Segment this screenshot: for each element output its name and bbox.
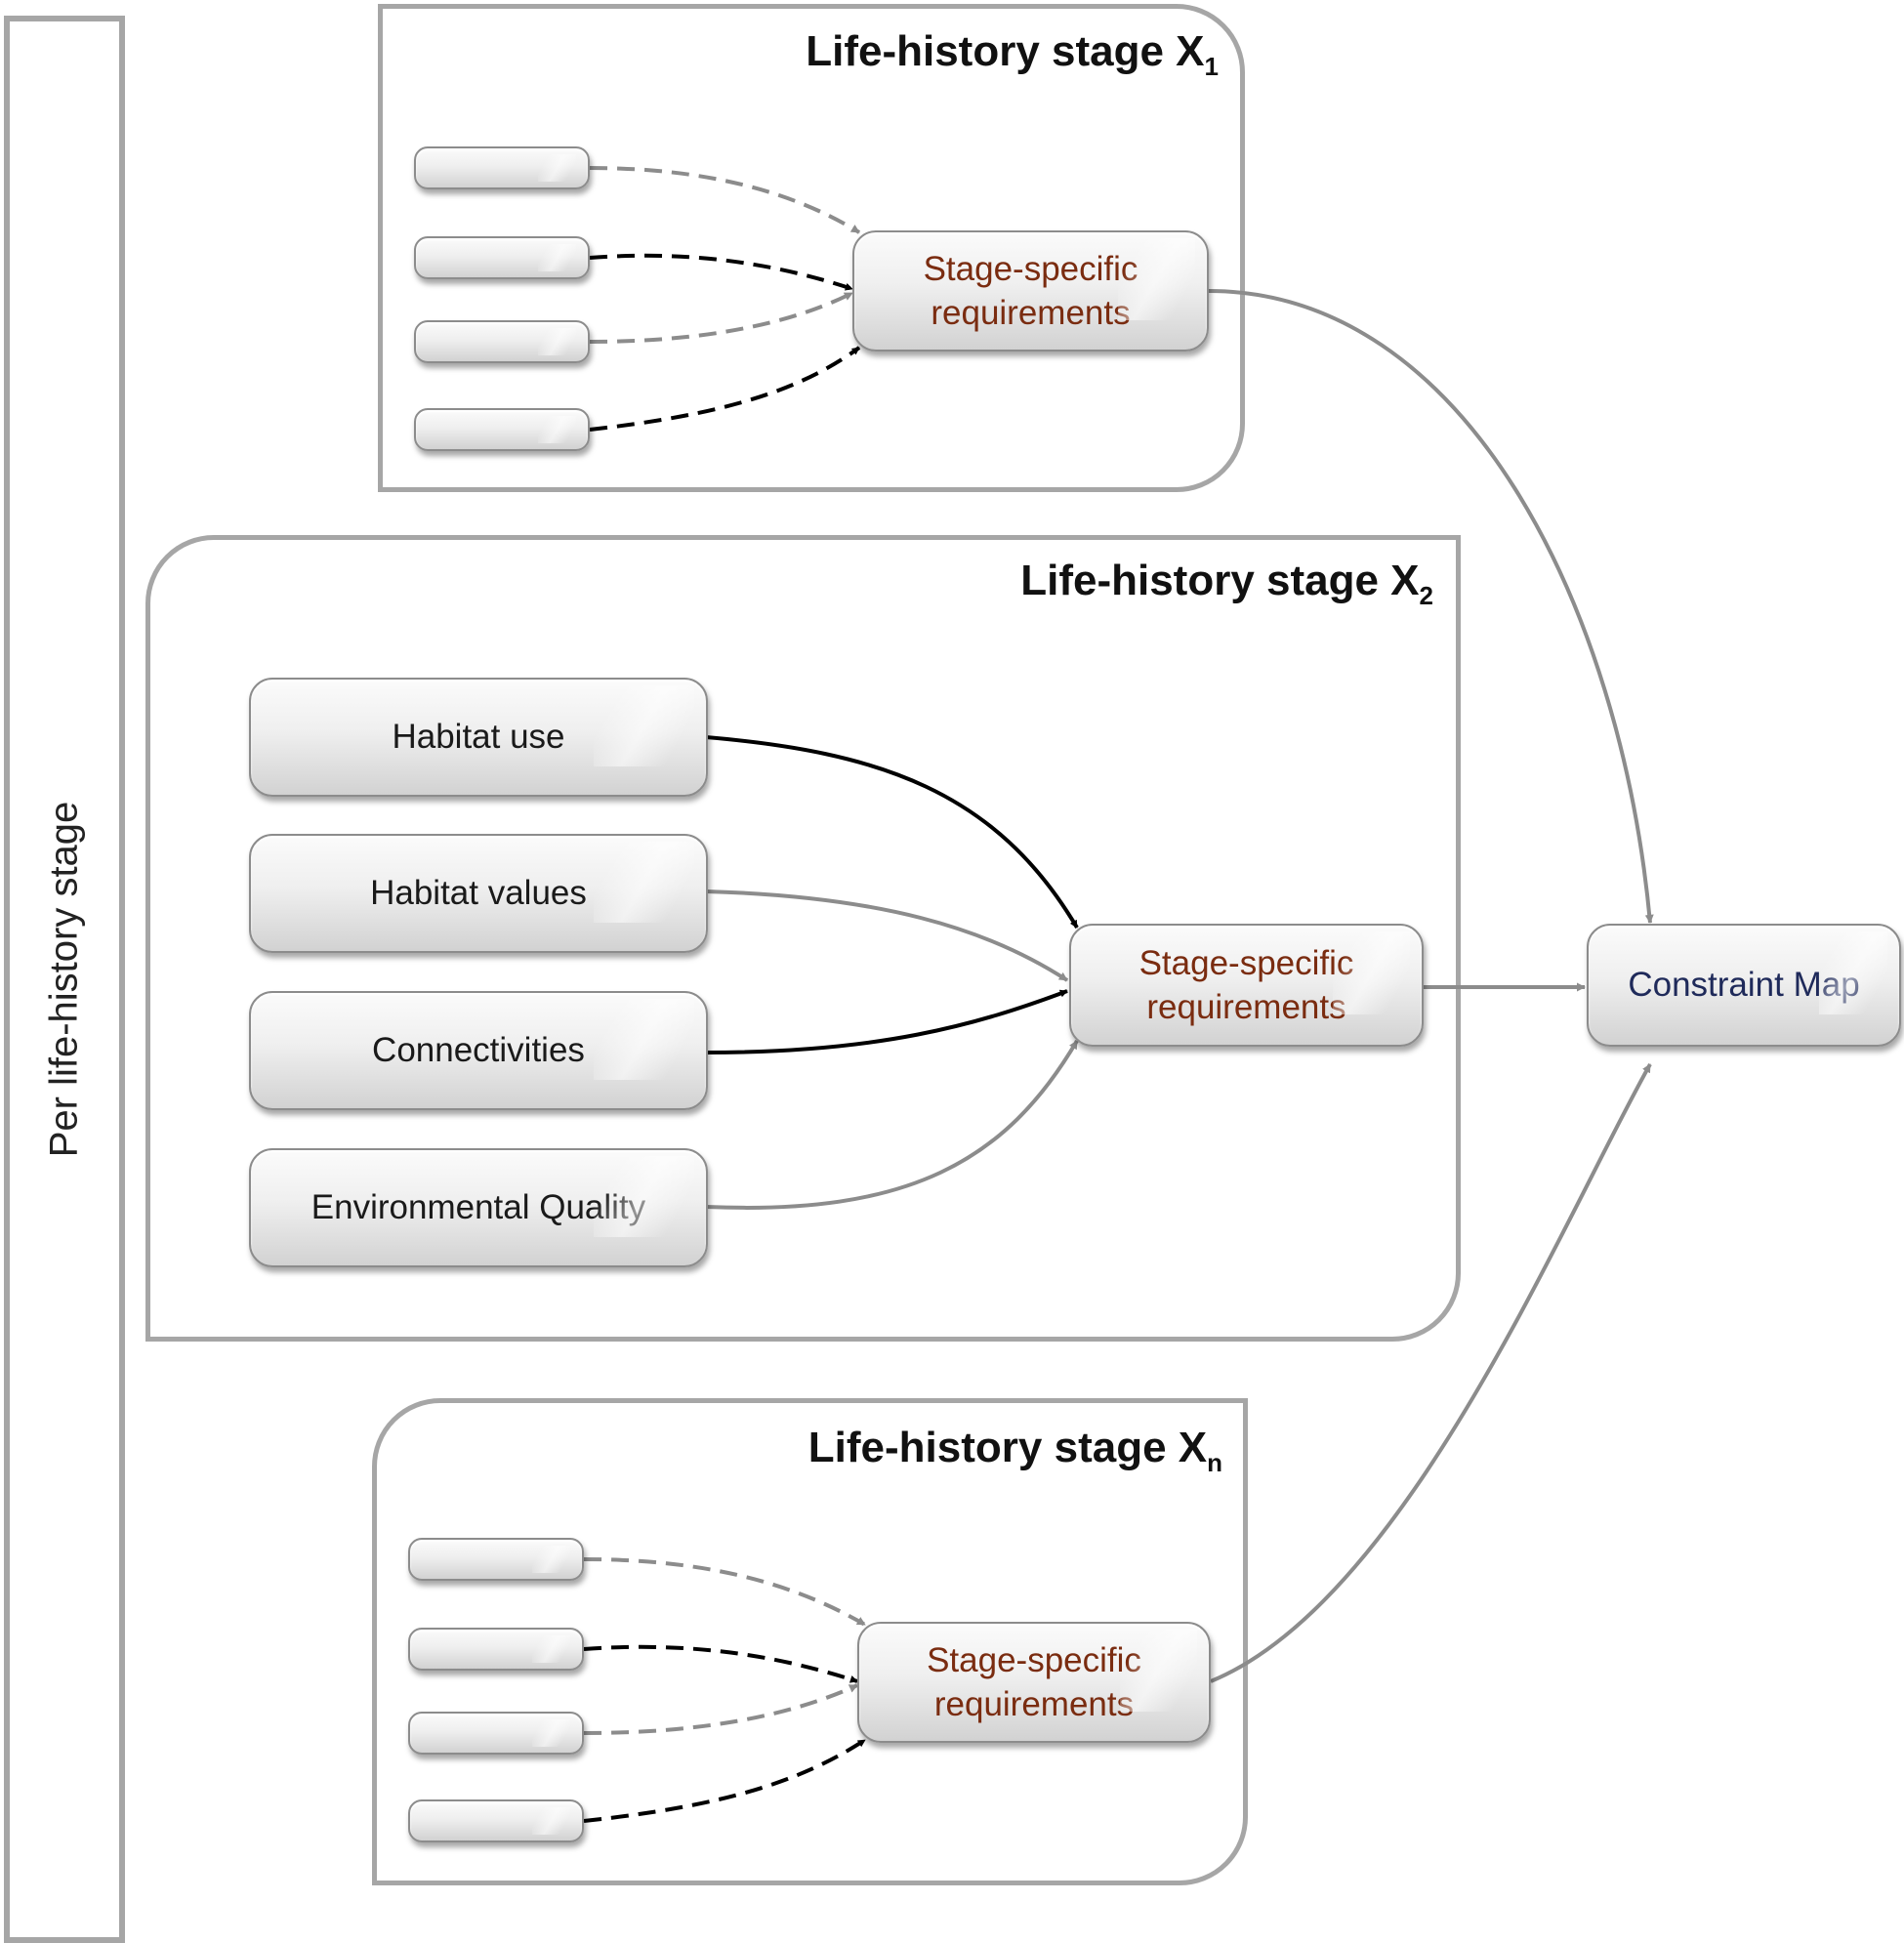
habitat-values-label: Habitat values [370, 874, 587, 912]
x1-to-map-arrow [1208, 289, 1654, 924]
habitat-use-node: Habitat use [249, 678, 708, 797]
xn-to-map-arrow [1210, 1063, 1652, 1683]
x2-requirements-node: Stage-specific requirements [1069, 924, 1424, 1047]
connectivities-label: Connectivities [372, 1031, 585, 1069]
xn-requirements-node: Stage-specific requirements [857, 1622, 1211, 1743]
environmental-quality-node: Environmental Quality [249, 1148, 708, 1267]
xn-input-1 [408, 1538, 584, 1581]
xn-arrow-3 [583, 1683, 858, 1735]
stage-xn-title: Life-history stage Xn [807, 1424, 1222, 1477]
x1-arrow-1 [589, 166, 861, 234]
x1-input-4 [414, 408, 590, 451]
connectivities-node: Connectivities [249, 991, 708, 1110]
x1-input-3 [414, 320, 590, 363]
xn-input-2 [408, 1628, 584, 1671]
per-stage-bar [4, 16, 125, 1943]
xn-arrow-4 [583, 1738, 867, 1823]
stage-x1-title: Life-history stage X1 [806, 27, 1219, 81]
habitat-use-label: Habitat use [392, 718, 565, 756]
x1-arrow-2 [589, 253, 853, 291]
xn-arrow-1 [583, 1557, 867, 1627]
xn-arrow-2 [583, 1644, 858, 1683]
x2-arrow-habitat-use [705, 735, 1079, 930]
x1-input-1 [414, 146, 590, 189]
x1-arrow-3 [589, 291, 853, 344]
habitat-values-node: Habitat values [249, 834, 708, 953]
x1-requirements-node: Stage-specific requirements [852, 230, 1209, 351]
x2-arrow-environmental-quality [705, 1039, 1079, 1210]
constraint-map-node: Constraint Map [1587, 924, 1901, 1047]
environmental-quality-label: Environmental Quality [310, 1188, 646, 1226]
x2-arrow-habitat-values [705, 889, 1069, 982]
stage-x2-title: Life-history stage X2 [1020, 557, 1433, 610]
xn-input-4 [408, 1799, 584, 1842]
x1-arrow-4 [589, 346, 861, 432]
xn-input-3 [408, 1712, 584, 1755]
x2-requirements-label: Stage-specific requirements [1138, 943, 1354, 1027]
xn-requirements-label: Stage-specific requirements [927, 1640, 1141, 1724]
x1-requirements-label: Stage-specific requirements [923, 249, 1138, 333]
constraint-map-label: Constraint Map [1628, 966, 1860, 1004]
x1-input-2 [414, 236, 590, 279]
x2-arrow-connectivities [705, 989, 1068, 1054]
